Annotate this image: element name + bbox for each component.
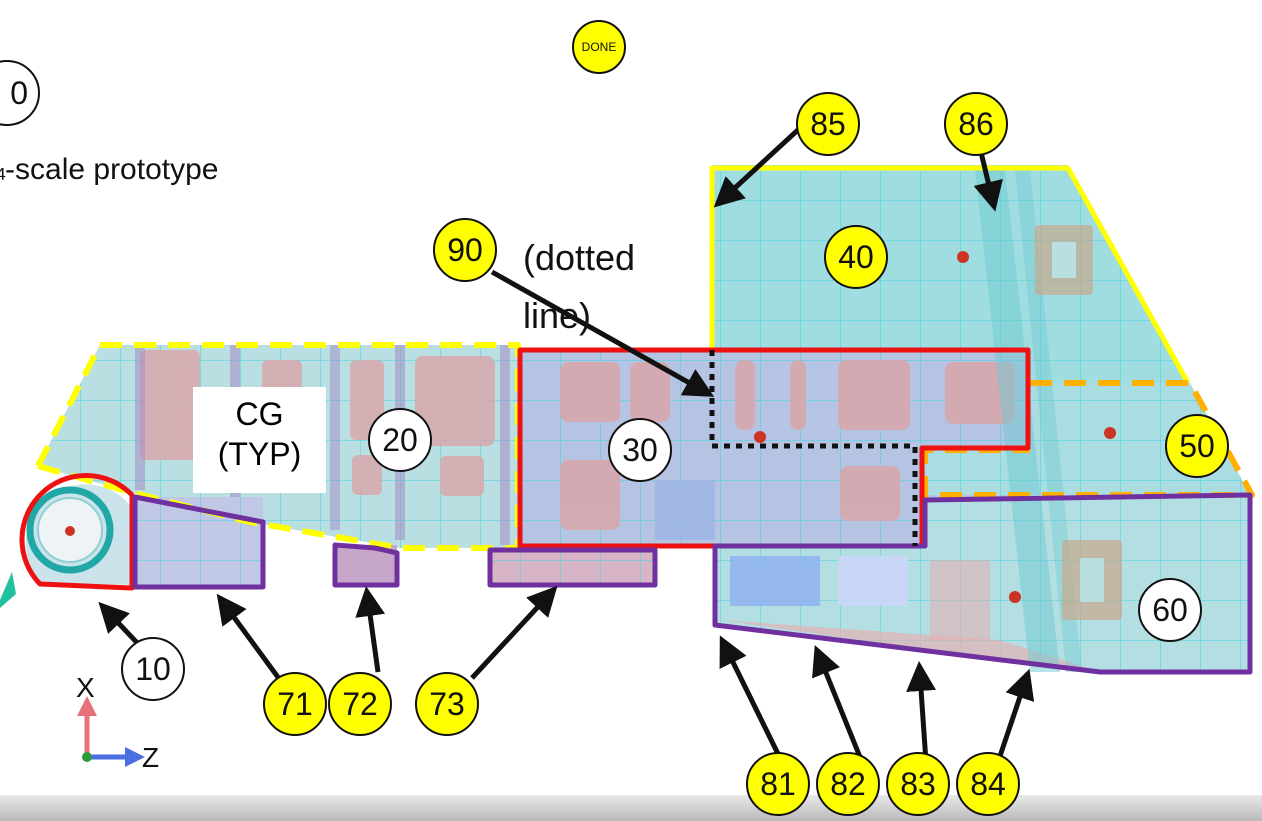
arrow-84	[995, 668, 1035, 763]
cg-markers	[65, 251, 1116, 603]
component-71-outline	[132, 494, 266, 590]
structure-fills	[25, 165, 1250, 672]
corner-swoosh	[1212, 795, 1262, 821]
arrow-81	[719, 635, 785, 764]
dotted-line-90	[709, 350, 918, 546]
arrow-71	[216, 593, 283, 682]
teal-edge-mark	[0, 572, 16, 608]
zone-40-outline	[709, 165, 1191, 385]
zone-60-outline	[712, 492, 1253, 675]
arrow-85	[713, 126, 802, 208]
component-73-outline	[487, 547, 658, 588]
cg-marker	[1009, 591, 1021, 603]
arrow-83	[906, 661, 937, 763]
arrow-86	[973, 147, 1003, 212]
cg-marker	[754, 431, 766, 443]
arrow-73	[470, 585, 558, 680]
arrow-10	[98, 601, 144, 650]
zone-10-outline	[19, 473, 135, 591]
arrow-90	[490, 269, 715, 397]
arrow-72	[355, 586, 386, 673]
y-axis-origin	[82, 752, 92, 762]
component-72-outline	[332, 542, 400, 588]
zone-outlines	[19, 165, 1255, 675]
zone-30-outline	[517, 347, 1031, 549]
cg-marker	[65, 526, 75, 536]
cg-marker	[957, 251, 969, 263]
zone-20-outline	[35, 342, 521, 551]
axis-triad	[77, 696, 145, 767]
cg-marker	[1104, 427, 1116, 439]
arrow-82	[812, 645, 865, 763]
